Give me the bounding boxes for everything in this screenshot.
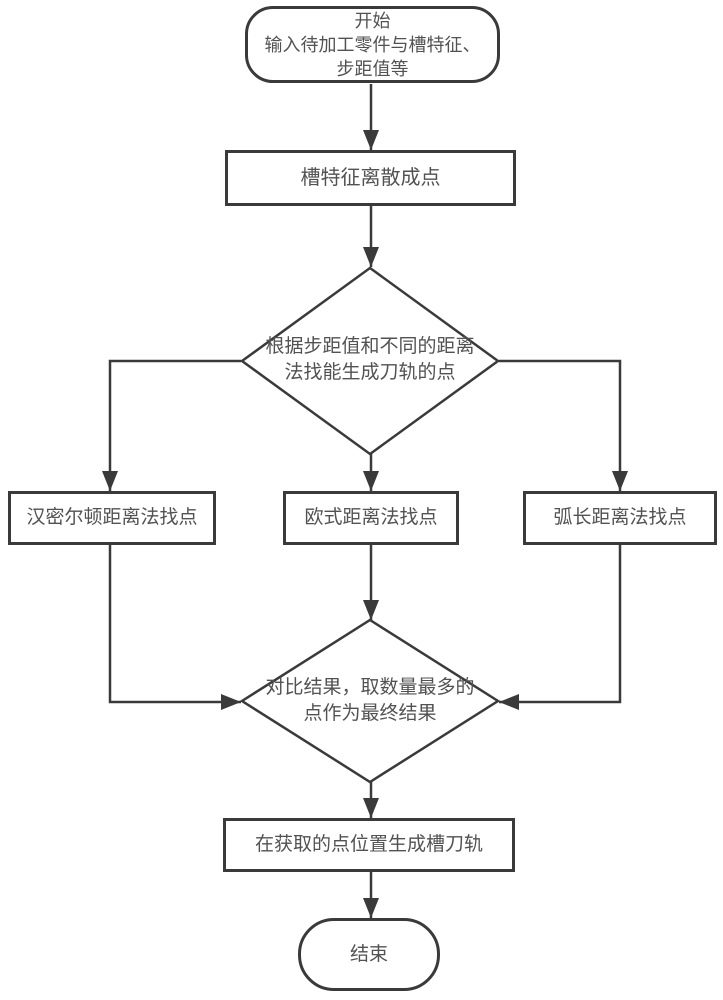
edge-hamilton-to-decision2 [108,545,241,710]
decision-find-points-label: 根据步距值和不同的距离 法找能生成刀轨的点 [265,336,475,383]
euclidean-node: 欧式距离法找点 [283,491,459,545]
arc-length-node: 弧长距离法找点 [523,491,717,545]
start-node-label: 开始 输入待加工零件与槽特征、 步距值等 [264,10,481,79]
edge-arclength-to-decision2 [499,545,622,710]
decision-find-points-shape [239,266,501,456]
generate-toolpath-node-label: 在获取的点位置生成槽刀轨 [254,834,483,855]
end-node: 结束 [298,918,440,991]
edge-decision1-to-hamilton [102,359,241,491]
start-node: 开始 输入待加工零件与槽特征、 步距值等 [245,6,500,83]
hamilton-node-label: 汉密尔顿距离法找点 [26,507,198,528]
discretize-node: 槽特征离散成点 [225,150,516,206]
euclidean-node-label: 欧式距离法找点 [304,507,438,528]
generate-toolpath-node: 在获取的点位置生成槽刀轨 [223,818,515,872]
hamilton-node: 汉密尔顿距离法找点 [8,491,216,545]
discretize-node-label: 槽特征离散成点 [300,167,441,189]
decision-compare-label: 对比结果，取数量最多的 点作为最终结果 [265,677,475,724]
decision-compare-shape [239,618,501,784]
edge-decision1-to-arclength [499,359,628,491]
arc-length-node-label: 弧长距离法找点 [553,507,687,528]
end-node-label: 结束 [349,943,388,965]
